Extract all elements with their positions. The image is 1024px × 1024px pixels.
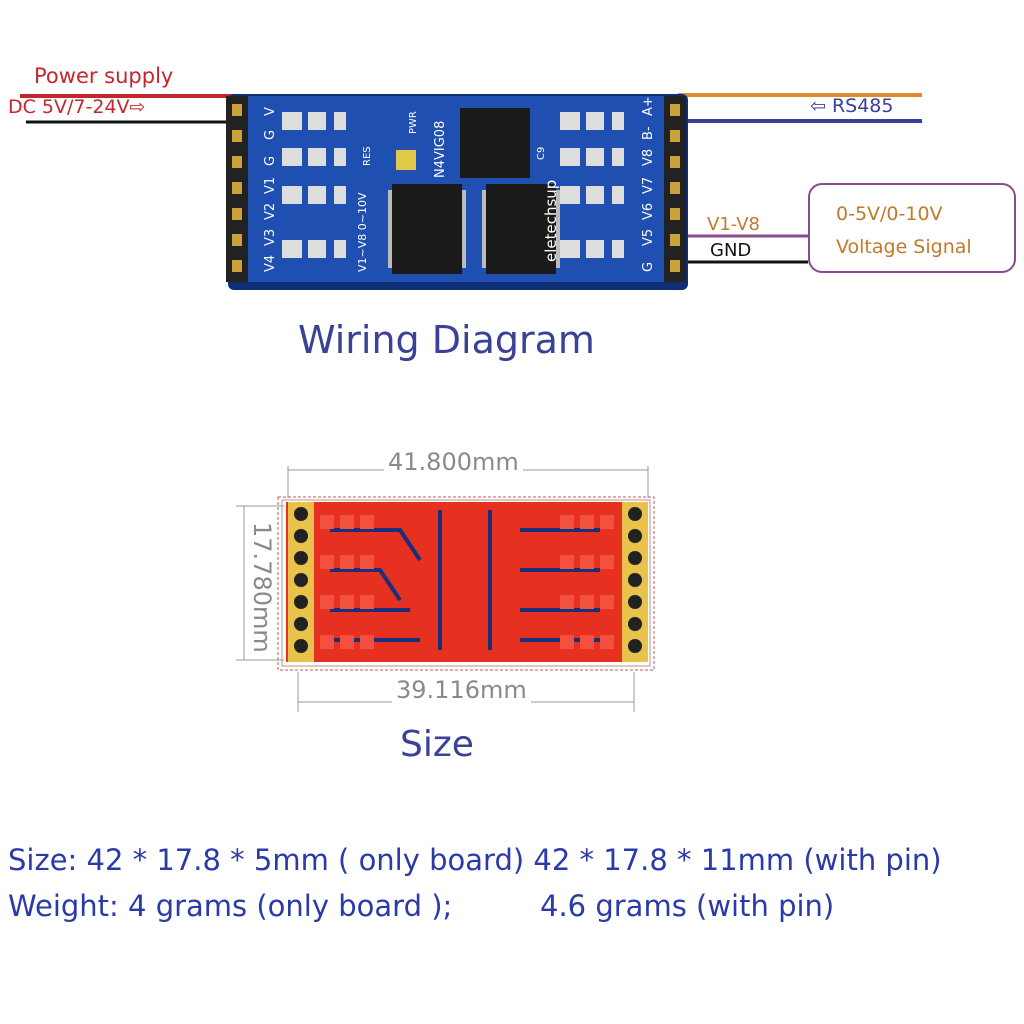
left-pin-label: V4 [263,255,278,272]
board-pwr-text: PWR [408,111,419,134]
left-pin-label: V1 [263,177,278,194]
right-pin-label: G [641,262,656,272]
size-title: Size [400,724,474,765]
right-pin-label: V6 [641,203,656,220]
right-pin-label: V8 [641,149,656,166]
left-pin-label: V [263,107,278,116]
weight-spec-line-b: 4.6 grams (with pin) [540,889,835,923]
left-pin-label: V3 [263,229,278,246]
board-res-text: RES [362,146,373,166]
gnd-label: GND [710,240,752,261]
rs485-label: ⇦ RS485 [810,95,894,117]
right-pin-label: V7 [641,177,656,194]
right-pin-label: B- [641,126,656,140]
dimension-top-label: 41.800mm [384,448,523,476]
board-model-text: N4VIG08 [433,121,448,178]
dimension-bottom-label: 39.116mm [392,676,531,704]
board-c9-text: C9 [536,147,547,160]
dimension-side-label: 17.780mm [248,522,276,653]
voltage-signal-label: Voltage Signal [836,236,972,258]
dc-voltage-label: DC 5V/7-24V⇨ [8,96,146,118]
wiring-diagram-title: Wiring Diagram [298,318,595,362]
left-pin-label: G [263,156,278,166]
left-pin-label: V2 [263,203,278,220]
right-pin-label: V5 [641,229,656,246]
board-photo: N4VIG08 eletechsup V1~V8 0~10V RES PWR C… [226,94,688,290]
power-supply-label: Power supply [34,64,174,88]
left-pin-label: G [263,130,278,140]
board-brand-text: eletechsup [542,180,560,262]
board-range-text: V1~V8 0~10V [356,192,369,272]
weight-spec-line-a: Weight: 4 grams (only board ); [8,889,453,923]
size-drawing [236,466,655,712]
size-spec-line: Size: 42 * 17.8 * 5mm ( only board) 42 *… [8,843,942,877]
voltage-range-label: 0-5V/0-10V [836,203,943,225]
v1-v8-label: V1-V8 [707,214,760,235]
voltage-signal-box [808,183,1016,273]
right-pin-label: A+ [641,96,656,116]
